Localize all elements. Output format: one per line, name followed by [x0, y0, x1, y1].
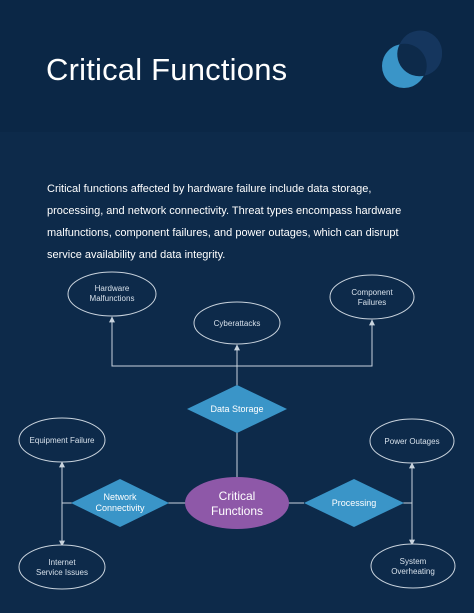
center-critical-functions: Critical Functions [185, 477, 289, 529]
connector-processing-power [392, 462, 415, 504]
connector-storage-component [237, 319, 375, 367]
threat-internet-service-issues: Internet Service Issues [18, 544, 106, 590]
header-band: Critical Functions [0, 0, 474, 132]
hub-network-connectivity: Network Connectivity [71, 479, 169, 527]
hub-network-connectivity-line2: Connectivity [95, 503, 145, 513]
threat-power-outages: Power Outages [369, 418, 455, 464]
threat-system-overheating: System Overheating [370, 543, 456, 589]
threat-overheating-line2: Overheating [391, 567, 435, 576]
threat-component-failures-line2: Failures [358, 298, 386, 307]
threat-internet-line2: Service Issues [36, 568, 88, 577]
center-label-line2: Functions [211, 504, 263, 518]
logo-icon [382, 30, 443, 88]
hub-data-storage-label: Data Storage [210, 404, 263, 414]
connector-network-equipment [59, 461, 76, 504]
threat-component-failures: Component Failures [329, 274, 415, 320]
page-title: Critical Functions [46, 52, 288, 87]
intro-paragraph: Critical functions affected by hardware … [47, 183, 402, 261]
threat-power-outages-label: Power Outages [384, 437, 439, 446]
threat-cyberattacks: Cyberattacks [193, 301, 281, 345]
threat-diagram: Hardware Malfunctions Cyberattacks Compo… [18, 271, 456, 590]
hub-network-connectivity-line1: Network [103, 492, 137, 502]
hub-processing-label: Processing [332, 498, 377, 508]
threat-hardware-malfunctions: Hardware Malfunctions [67, 271, 157, 317]
threat-component-failures-line1: Component [351, 288, 393, 297]
hub-data-storage: Data Storage [187, 385, 287, 433]
threat-cyberattacks-label: Cyberattacks [214, 319, 261, 328]
threat-hardware-malfunctions-line1: Hardware [95, 284, 130, 293]
threat-equipment-failure-label: Equipment Failure [30, 436, 95, 445]
connector-storage-hardware [109, 316, 238, 386]
threat-overheating-line1: System [400, 557, 427, 566]
center-label-line1: Critical [219, 489, 256, 503]
threat-equipment-failure: Equipment Failure [18, 417, 106, 463]
threat-hardware-malfunctions-line2: Malfunctions [90, 294, 135, 303]
hub-processing: Processing [304, 479, 404, 527]
threat-internet-line1: Internet [48, 558, 76, 567]
